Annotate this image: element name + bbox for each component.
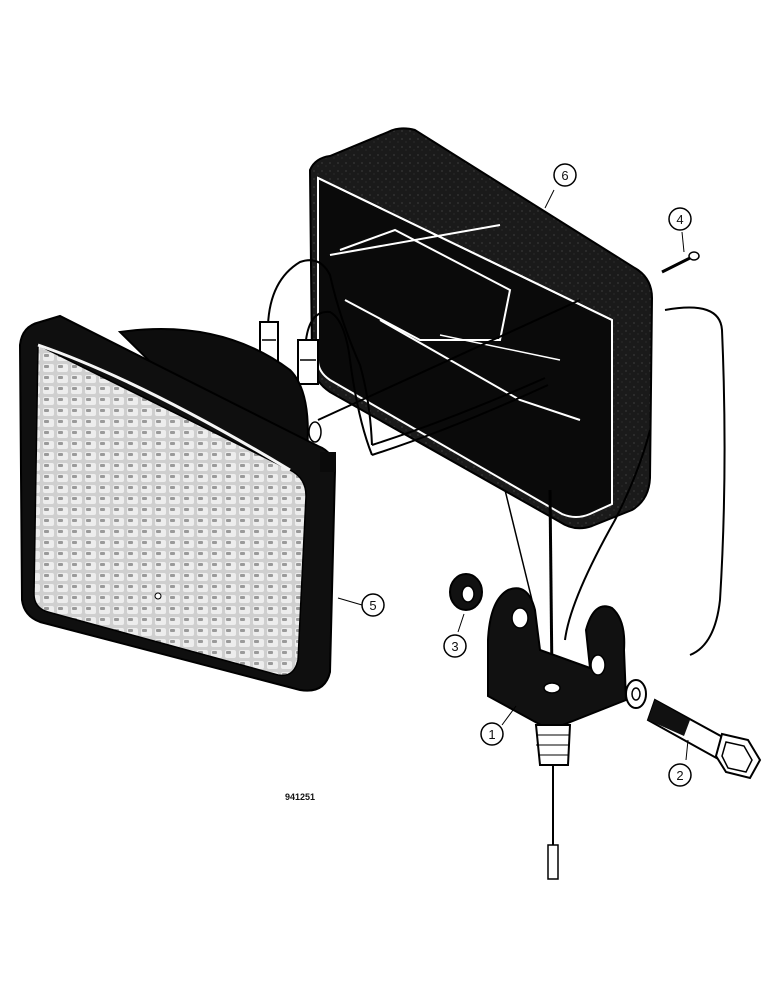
leader-lines xyxy=(337,189,689,761)
mounting-bracket xyxy=(487,587,628,880)
lock-nut xyxy=(449,573,483,611)
callout-1: 1 xyxy=(480,722,504,746)
callout-4: 4 xyxy=(668,207,692,231)
callout-2-label: 2 xyxy=(676,768,683,783)
callout-1-label: 1 xyxy=(488,727,495,742)
screw xyxy=(661,251,700,274)
callout-4-label: 4 xyxy=(676,212,683,227)
callout-3-label: 3 xyxy=(451,639,458,654)
callout-6-label: 6 xyxy=(561,168,568,183)
mounting-bolt xyxy=(625,679,762,780)
work-lamp xyxy=(18,314,337,692)
wire-connector-right xyxy=(297,339,319,385)
figure-id: 941251 xyxy=(285,792,315,802)
callout-3: 3 xyxy=(443,634,467,658)
callout-5-label: 5 xyxy=(369,598,376,613)
wiring-harness xyxy=(267,259,726,681)
callout-5: 5 xyxy=(361,593,385,617)
lamp-housing xyxy=(308,127,654,530)
callout-6: 6 xyxy=(553,163,577,187)
callout-2: 2 xyxy=(668,763,692,787)
